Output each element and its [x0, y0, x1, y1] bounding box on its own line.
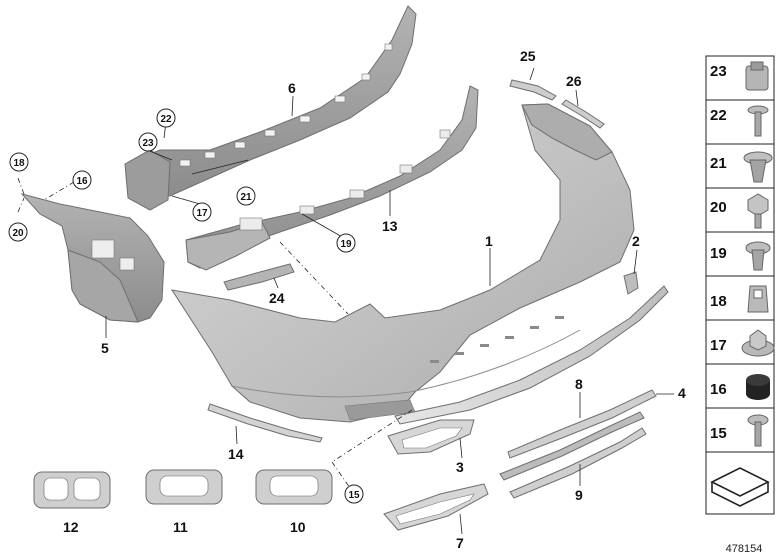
chrome-strip-8-part	[507, 389, 657, 459]
callout-7: 7	[456, 535, 464, 551]
exhaust-tip-12-part	[33, 471, 111, 509]
callout-23: 23	[142, 138, 154, 149]
callout-26: 26	[566, 73, 582, 89]
side-panel-number: 20	[710, 199, 727, 216]
callout-9: 9	[575, 487, 583, 503]
callout-1: 1	[485, 233, 493, 249]
callout-6: 6	[288, 80, 296, 96]
exhaust-tip-11-part	[145, 469, 223, 505]
callout-15: 15	[348, 490, 360, 501]
callout-24: 24	[269, 290, 285, 306]
side-panel-number: 18	[710, 293, 727, 310]
spring-nut-icon	[747, 285, 769, 313]
callout-2: 2	[632, 233, 640, 249]
callout-4: 4	[678, 385, 686, 401]
callout-3: 3	[456, 459, 464, 475]
document-icon	[710, 467, 770, 507]
side-panel-number: 17	[710, 337, 727, 354]
expanding-rivet-icon	[743, 151, 773, 183]
screw-icon	[747, 105, 769, 137]
callout-8: 8	[575, 376, 583, 392]
leader-lines	[105, 67, 674, 535]
upper-carrier-part	[124, 5, 417, 211]
side-panel-number: 16	[710, 381, 727, 398]
bumper-support-part	[185, 85, 479, 271]
rubber-buffer-icon	[746, 374, 770, 400]
side-panel-number: 19	[710, 245, 727, 262]
trim-strip-left-part	[509, 79, 557, 101]
reference-number: 478154	[726, 543, 763, 555]
callout-labels: 1 2 3 4 5 6 7 8 9 10 11 12 13 14 24 25 2…	[8, 48, 686, 551]
callout-10: 10	[290, 519, 306, 535]
callout-20: 20	[12, 228, 24, 239]
callout-12: 12	[63, 519, 79, 535]
side-panel-number: 22	[710, 107, 727, 124]
chrome-strip-9b-part	[509, 427, 647, 499]
side-panel-number: 23	[710, 63, 727, 80]
callout-11: 11	[173, 519, 188, 535]
callout-13: 13	[382, 218, 398, 234]
trim-strip-14-part	[207, 403, 323, 443]
trim-strip-right-part	[561, 99, 605, 129]
exhaust-trim-7-part	[383, 483, 489, 531]
callout-16: 16	[76, 176, 88, 187]
exhaust-trim-3-part	[387, 419, 475, 455]
callout-21: 21	[240, 192, 252, 203]
cover-cap-part	[623, 271, 639, 295]
callout-19: 19	[340, 239, 352, 250]
small-bracket-part	[223, 263, 295, 291]
callout-5: 5	[101, 340, 109, 356]
side-panel-number: 15	[710, 425, 727, 442]
bolt-icon	[747, 414, 769, 447]
clip-nut-icon	[745, 61, 769, 91]
exhaust-tip-10-part	[255, 469, 333, 505]
callout-14: 14	[228, 446, 244, 462]
hex-bolt-icon	[747, 193, 769, 229]
callout-18: 18	[13, 158, 25, 169]
dashed-leaders	[17, 177, 413, 489]
diffuser-part	[394, 285, 669, 425]
push-rivet-icon	[745, 241, 771, 271]
bumper-panel-part	[170, 103, 635, 423]
callout-22: 22	[160, 114, 172, 125]
side-bracket-part	[20, 193, 165, 323]
fastener-side-panel: 23 22 21 20 19 18 17	[705, 55, 775, 515]
collar-nut-icon	[741, 329, 775, 357]
chrome-strip-9a-part	[499, 411, 645, 481]
side-panel-number: 21	[710, 155, 727, 172]
callout-25: 25	[520, 48, 536, 64]
callout-17: 17	[196, 208, 208, 219]
